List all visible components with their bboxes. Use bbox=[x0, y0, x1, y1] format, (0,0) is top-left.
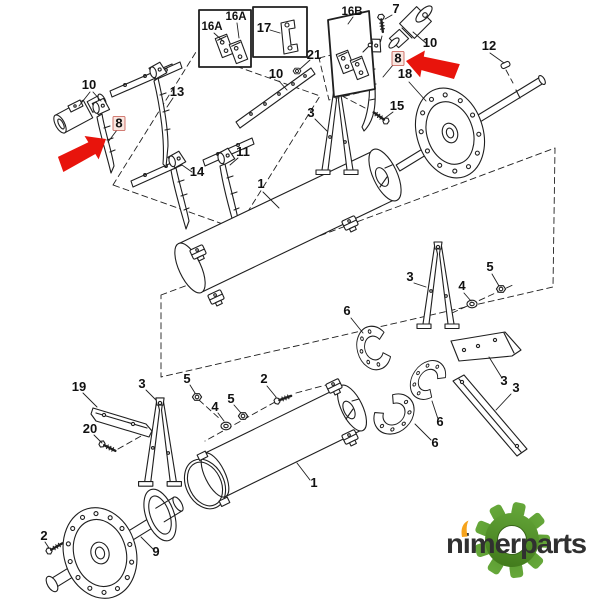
detail-box-16a bbox=[198, 9, 252, 68]
band-clamp bbox=[183, 450, 231, 510]
part-label-5-lower-b: 5 bbox=[227, 391, 234, 406]
washer-4-lower bbox=[220, 421, 232, 431]
label-8-right-box bbox=[391, 51, 405, 66]
logo-text: nimerparts bbox=[446, 528, 587, 559]
upper-roller-1 bbox=[174, 148, 402, 309]
brace-3 bbox=[452, 374, 528, 457]
gusset-plate-3 bbox=[450, 331, 522, 362]
part-label-5-right: 5 bbox=[486, 259, 493, 274]
part-label-2-mid: 2 bbox=[260, 371, 267, 386]
key-12 bbox=[500, 60, 511, 70]
part-label-1-lower: 1 bbox=[310, 475, 317, 490]
part-label-10-top: 10 bbox=[423, 35, 437, 50]
part-label-17: 17 bbox=[257, 20, 271, 35]
part-label-21: 21 bbox=[307, 47, 321, 62]
nut-5-right bbox=[495, 285, 507, 293]
logo-gear-icon bbox=[474, 502, 551, 579]
part-label-12: 12 bbox=[482, 38, 496, 53]
part-label-20: 20 bbox=[83, 421, 97, 436]
part-label-4-lower: 4 bbox=[211, 399, 219, 414]
bracket-19 bbox=[90, 407, 153, 438]
part-label-8-left: 8 bbox=[115, 116, 122, 131]
part-label-6b: 6 bbox=[436, 414, 443, 429]
label-8-left-box bbox=[112, 116, 126, 131]
part-label-7: 7 bbox=[392, 1, 399, 16]
part-label-8-right: 8 bbox=[394, 51, 401, 66]
washer-4-right bbox=[466, 299, 478, 309]
nut-5-lower-a bbox=[191, 393, 203, 401]
part-label-3-lower: 3 bbox=[138, 376, 145, 391]
nut-5-lower-b bbox=[237, 412, 249, 420]
part-label-3-brace: 3 bbox=[512, 380, 519, 395]
part-label-14: 14 bbox=[190, 164, 205, 179]
part-label-9: 9 bbox=[152, 544, 159, 559]
lower-roller-1 bbox=[183, 377, 368, 510]
tine-13 bbox=[147, 60, 171, 168]
part-label-5-lower-a: 5 bbox=[183, 371, 190, 386]
part-label-6c: 6 bbox=[431, 435, 438, 450]
logo-accent-mark bbox=[461, 520, 469, 537]
part-label-3-gusset: 3 bbox=[500, 373, 507, 388]
part-label-16b: 16B bbox=[341, 6, 362, 18]
brand-logo: nimerparts bbox=[446, 502, 588, 579]
part-label-18: 18 bbox=[398, 66, 412, 81]
dashed-group-outlines bbox=[57, 35, 556, 546]
diagram-linework bbox=[43, 5, 556, 599]
part-label-19: 19 bbox=[72, 379, 86, 394]
part-label-3-upper: 3 bbox=[307, 105, 314, 120]
part-labels: 16A 16A 17 16B 7 10 12 21 18 15 3 10 10 … bbox=[40, 1, 519, 559]
shaft-flange-18 bbox=[395, 60, 546, 179]
leader-lines bbox=[44, 14, 512, 550]
part-label-2-left: 2 bbox=[40, 528, 47, 543]
part-label-4-right: 4 bbox=[458, 278, 466, 293]
part-label-10-left: 10 bbox=[82, 77, 96, 92]
detail-box-17 bbox=[252, 6, 308, 58]
part-label-10-center: 10 bbox=[269, 66, 283, 81]
part-label-15: 15 bbox=[390, 98, 404, 113]
part-label-1-upper: 1 bbox=[257, 176, 264, 191]
part-label-13: 13 bbox=[170, 84, 184, 99]
part-label-6a: 6 bbox=[343, 303, 350, 318]
part-label-16a-2: 16A bbox=[225, 11, 246, 23]
detail-box-16b bbox=[327, 10, 376, 98]
shaft-assembly-9 bbox=[45, 488, 184, 599]
part-label-16a-1: 16A bbox=[201, 21, 222, 33]
part-label-3-right: 3 bbox=[406, 269, 413, 284]
highlighted-labels-8: 8 8 bbox=[112, 51, 405, 131]
tine-14 bbox=[166, 149, 190, 230]
tube-assembly-10-right bbox=[388, 5, 433, 49]
part-label-11: 11 bbox=[236, 144, 250, 159]
